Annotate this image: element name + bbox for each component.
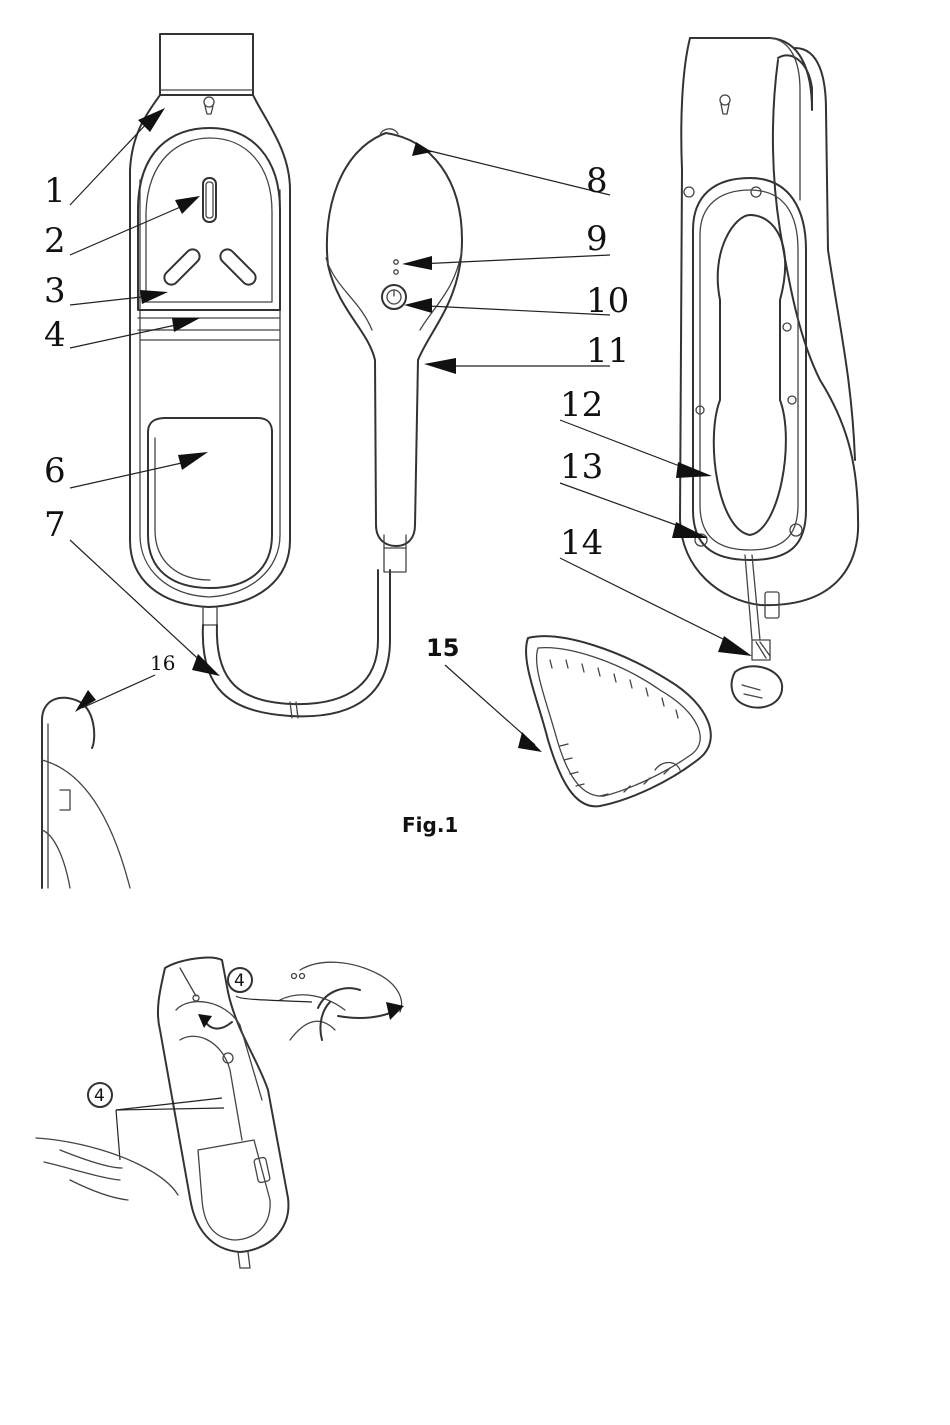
- assembly-illustration: 4 4: [36, 958, 404, 1268]
- callout-2: 2: [44, 221, 66, 261]
- callout-14: 14: [560, 523, 603, 563]
- callout-15: 15: [426, 634, 459, 662]
- hose-cord: [203, 570, 390, 718]
- callout-10: 10: [586, 281, 629, 321]
- assembly-marker-left-label: 4: [94, 1086, 105, 1106]
- callout-4: 4: [44, 315, 66, 355]
- callout-11: 11: [586, 331, 629, 371]
- figure-caption: Fig.1: [402, 813, 458, 837]
- callout-16: 16: [150, 651, 175, 675]
- steam-brush-handle: [326, 129, 462, 572]
- callout-12: 12: [560, 385, 603, 425]
- wall-hook: [42, 698, 130, 888]
- wall-holder-back: [680, 38, 858, 708]
- brush-attachment: [526, 636, 711, 806]
- callout-3: 3: [44, 271, 66, 311]
- callout-9: 9: [586, 219, 608, 259]
- callout-8: 8: [586, 161, 608, 201]
- assembly-marker-top-label: 4: [234, 971, 245, 991]
- callout-13: 13: [560, 447, 603, 487]
- callout-7: 7: [44, 505, 66, 545]
- callout-6: 6: [44, 451, 66, 491]
- callout-arrowheads: [75, 108, 752, 752]
- callout-1: 1: [44, 171, 66, 211]
